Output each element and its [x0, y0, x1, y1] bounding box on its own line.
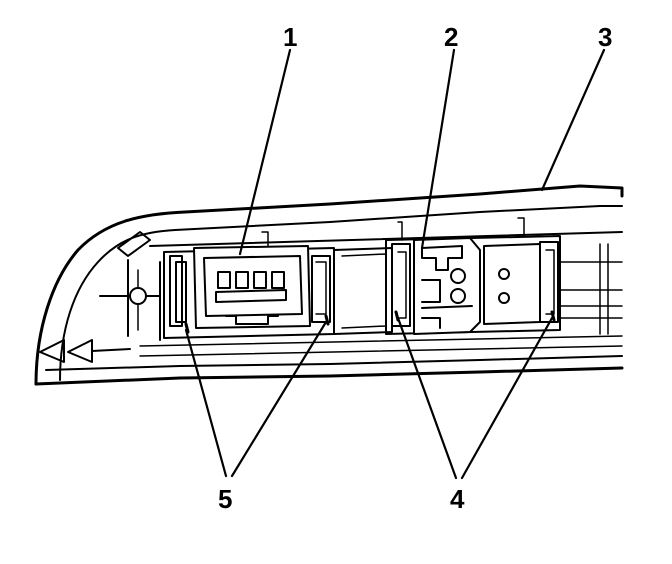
connector-terminals [215, 271, 287, 303]
callout-label-4: 4 [450, 484, 465, 514]
leader-line-4b [460, 316, 554, 480]
switch-lock-retainer [413, 237, 481, 335]
callout-label-2: 2 [444, 22, 458, 52]
leader-line-2 [420, 48, 456, 250]
leader-line-5a [184, 328, 228, 478]
callout-labels: 1 2 3 4 5 [218, 22, 612, 514]
center-bezel-section [333, 247, 393, 335]
leader-lines [184, 48, 606, 480]
leader-line-4a [396, 316, 458, 480]
left-end-details [39, 231, 161, 363]
callout-label-5: 5 [218, 484, 232, 514]
callout-label-3: 3 [598, 22, 612, 52]
callout-label-1: 1 [283, 22, 297, 52]
leader-line-3 [540, 48, 606, 192]
electrical-connector [193, 245, 311, 329]
leader-line-5b [230, 320, 328, 478]
right-switch-housing [385, 217, 561, 335]
switch-retaining-tabs-left [184, 314, 330, 334]
trim-panel-housing [34, 184, 624, 386]
leader-line-1 [238, 48, 292, 256]
